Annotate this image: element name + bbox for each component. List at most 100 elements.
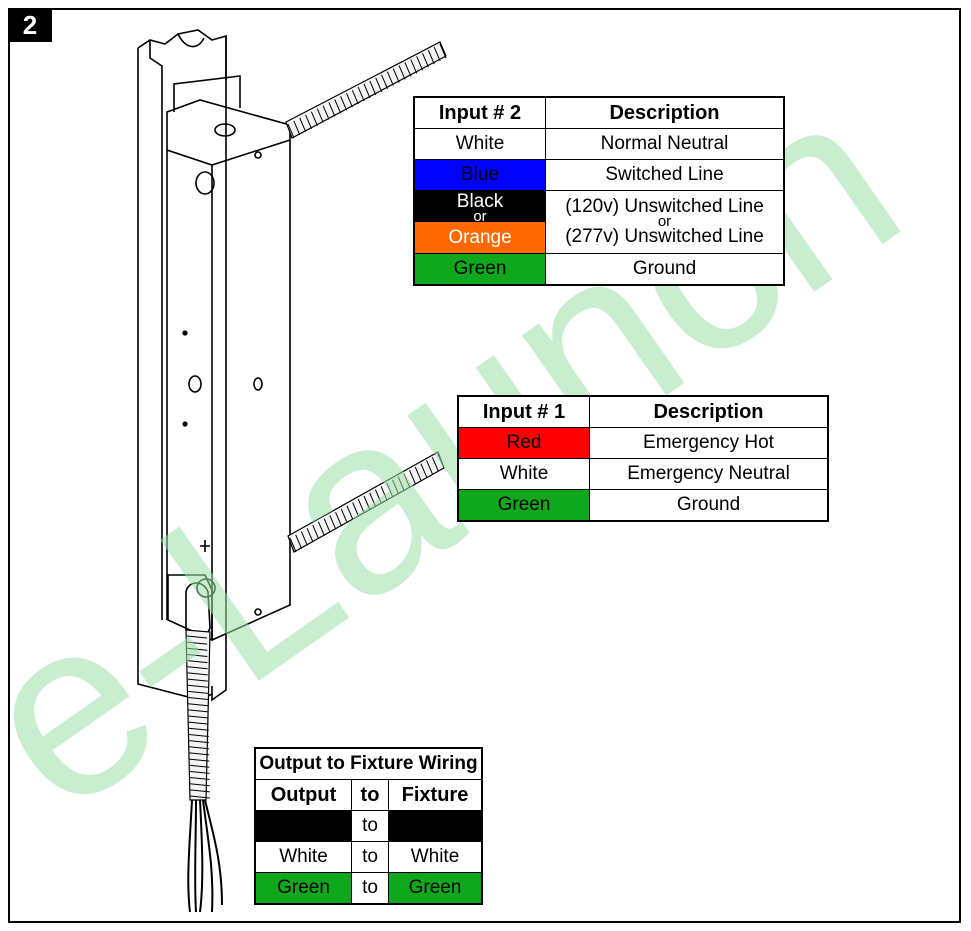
figure-frame bbox=[8, 8, 961, 923]
output-wire-cell: Green bbox=[254, 872, 352, 905]
conduit-rib bbox=[414, 466, 422, 482]
wire-color-cell: Green bbox=[413, 253, 546, 286]
input1-table: Input # 1 Description Red Emergency Hot … bbox=[457, 395, 829, 522]
conduit-rib bbox=[289, 537, 297, 553]
wire-color-cell: Green bbox=[457, 489, 590, 522]
conduit-rib bbox=[188, 709, 209, 713]
conduit-rib bbox=[422, 53, 429, 68]
table-title: Output to Fixture Wiring bbox=[254, 747, 483, 780]
header-cell: Input # 1 bbox=[457, 395, 590, 428]
conduit-rib bbox=[369, 492, 377, 507]
description-cell: Emergency Hot bbox=[589, 427, 829, 459]
description-277v: (277v) Unswitched Line bbox=[565, 226, 764, 247]
wire-color-cell: Blue bbox=[413, 159, 546, 191]
description-cell: Ground bbox=[589, 489, 829, 522]
description-cell: Normal Neutral bbox=[545, 128, 785, 160]
conduit-rib bbox=[187, 647, 208, 651]
output-table: Output to Fixture Wiring Output to Fixtu… bbox=[254, 747, 483, 905]
conduit-rib bbox=[433, 46, 441, 62]
wire-color-stack: Black or Orange bbox=[413, 190, 546, 254]
or-label: or bbox=[473, 207, 487, 225]
conduit-rib bbox=[392, 479, 399, 495]
conduit-rib bbox=[397, 476, 405, 491]
table-row: White Emergency Neutral bbox=[457, 458, 829, 490]
conduit-rib bbox=[188, 703, 209, 707]
conduit-rib bbox=[369, 80, 377, 96]
wire-color-cell: Red bbox=[457, 427, 590, 459]
conduit-rib bbox=[189, 777, 210, 781]
table-row: Blue Switched Line bbox=[413, 159, 785, 191]
conduit-rib bbox=[186, 635, 208, 639]
or-label: or bbox=[657, 213, 672, 230]
conduit-rib bbox=[386, 71, 394, 86]
conduit-rib bbox=[340, 508, 348, 524]
conduit-rib bbox=[189, 789, 210, 793]
conduit-rib bbox=[187, 666, 208, 670]
conduit-rib bbox=[381, 74, 388, 89]
output-wire-cell: White bbox=[254, 841, 352, 873]
conduit-rib bbox=[188, 727, 209, 731]
fixture-wire-cell: Green bbox=[388, 872, 483, 905]
conduit-rib bbox=[187, 653, 208, 657]
conduit-rib bbox=[374, 489, 382, 504]
wire-color-cell: White bbox=[457, 458, 590, 490]
conduit-rib bbox=[352, 502, 360, 517]
conduit-rib bbox=[188, 740, 210, 744]
table-row: White Normal Neutral bbox=[413, 128, 785, 160]
conduit-rib bbox=[409, 469, 416, 485]
table-row: Green Ground bbox=[457, 489, 829, 522]
wire-color-cell: White bbox=[413, 128, 546, 160]
conduit-rib bbox=[416, 56, 424, 71]
table-header-row: Output to Fixture bbox=[254, 779, 483, 811]
conduit-rib bbox=[189, 746, 210, 750]
table-title-row: Output to Fixture Wiring bbox=[254, 747, 483, 780]
conduit-rib bbox=[300, 531, 308, 546]
conduit-rib bbox=[310, 111, 318, 126]
conduit-rib bbox=[346, 93, 353, 108]
table-row: Green to Green bbox=[254, 872, 483, 905]
conduit-rib bbox=[410, 59, 418, 74]
conduit-rib bbox=[189, 752, 210, 756]
conduit-rib bbox=[323, 518, 331, 533]
conduit-rib bbox=[398, 65, 406, 80]
conduit-rib bbox=[188, 715, 209, 719]
conduit-rib bbox=[363, 495, 371, 511]
conduit-rib bbox=[189, 795, 211, 799]
conduit-rib bbox=[188, 697, 209, 701]
conduit-rib bbox=[306, 528, 314, 543]
table-row: Black to Black bbox=[254, 810, 483, 842]
conduit-rib bbox=[305, 114, 312, 129]
description-cell: Emergency Neutral bbox=[589, 458, 829, 490]
description-120v: (120v) Unswitched Line bbox=[565, 196, 764, 217]
conduit-rib bbox=[187, 641, 208, 645]
conduit-rib bbox=[299, 117, 307, 133]
conduit-rib bbox=[189, 758, 210, 762]
conduit-rib bbox=[318, 521, 325, 537]
header-cell: Fixture bbox=[388, 779, 483, 811]
table-row: Green Ground bbox=[413, 253, 785, 286]
conduit-rib bbox=[293, 120, 301, 136]
conduit-rib bbox=[187, 672, 208, 676]
conduit-rib bbox=[328, 102, 336, 117]
conduit-rib bbox=[420, 463, 428, 478]
conduit-rib bbox=[189, 764, 210, 768]
table-header-row: Input # 2 Description bbox=[413, 96, 785, 129]
header-cell: Input # 2 bbox=[413, 96, 546, 129]
table-row: Red Emergency Hot bbox=[457, 427, 829, 459]
conduit-rib bbox=[187, 678, 208, 682]
description-stack: (120v) Unswitched Line or (277v) Unswitc… bbox=[545, 190, 785, 254]
conduit-rib bbox=[437, 453, 445, 469]
conduit-rib bbox=[346, 505, 354, 520]
conduit-rib bbox=[380, 486, 388, 501]
conduit-rib bbox=[403, 473, 411, 488]
header-cell: Description bbox=[545, 96, 785, 129]
conduit-rib bbox=[357, 499, 365, 514]
conduit-rib bbox=[404, 62, 412, 77]
conduit-rib bbox=[316, 108, 324, 123]
conduit-rib bbox=[340, 96, 348, 111]
input2-table: Input # 2 Description White Normal Neutr… bbox=[413, 96, 785, 286]
description-cell: Ground bbox=[545, 253, 785, 286]
conduit-rib bbox=[189, 783, 210, 787]
header-cell: Description bbox=[589, 395, 829, 428]
conduit-rib bbox=[427, 49, 435, 65]
